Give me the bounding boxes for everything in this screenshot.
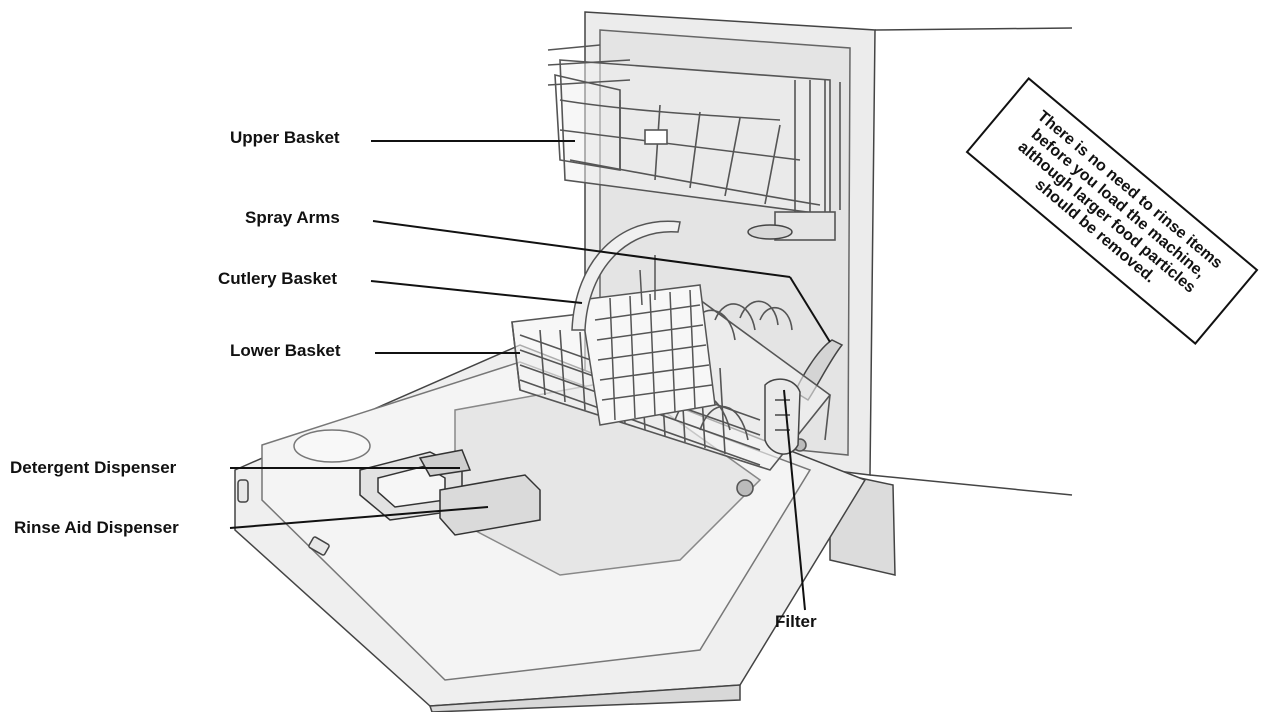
upper-basket-graphic — [547, 44, 841, 241]
rinse-aid-dispenser-label: Rinse Aid Dispenser — [14, 518, 179, 537]
spray-arms-label: Spray Arms — [245, 208, 340, 227]
door-handle-graphic — [237, 479, 330, 556]
lower-basket-label: Lower Basket — [230, 341, 341, 360]
rinse-aid-dispenser-leader — [229, 506, 489, 529]
cutlery-basket-graphic — [571, 220, 716, 426]
filter-graphic — [764, 378, 801, 455]
filter-leader — [783, 389, 806, 611]
leader-lines — [229, 140, 831, 611]
filter-label: Filter — [775, 612, 817, 631]
cutlery-basket-label: Cutlery Basket — [218, 269, 338, 288]
detergent-dispenser-label: Detergent Dispenser — [10, 458, 177, 477]
upper-basket-label: Upper Basket — [230, 128, 340, 147]
cutlery-basket-leader — [370, 280, 583, 304]
spray-arms-leader — [372, 220, 791, 278]
spray-arms-leader-2 — [789, 276, 831, 343]
